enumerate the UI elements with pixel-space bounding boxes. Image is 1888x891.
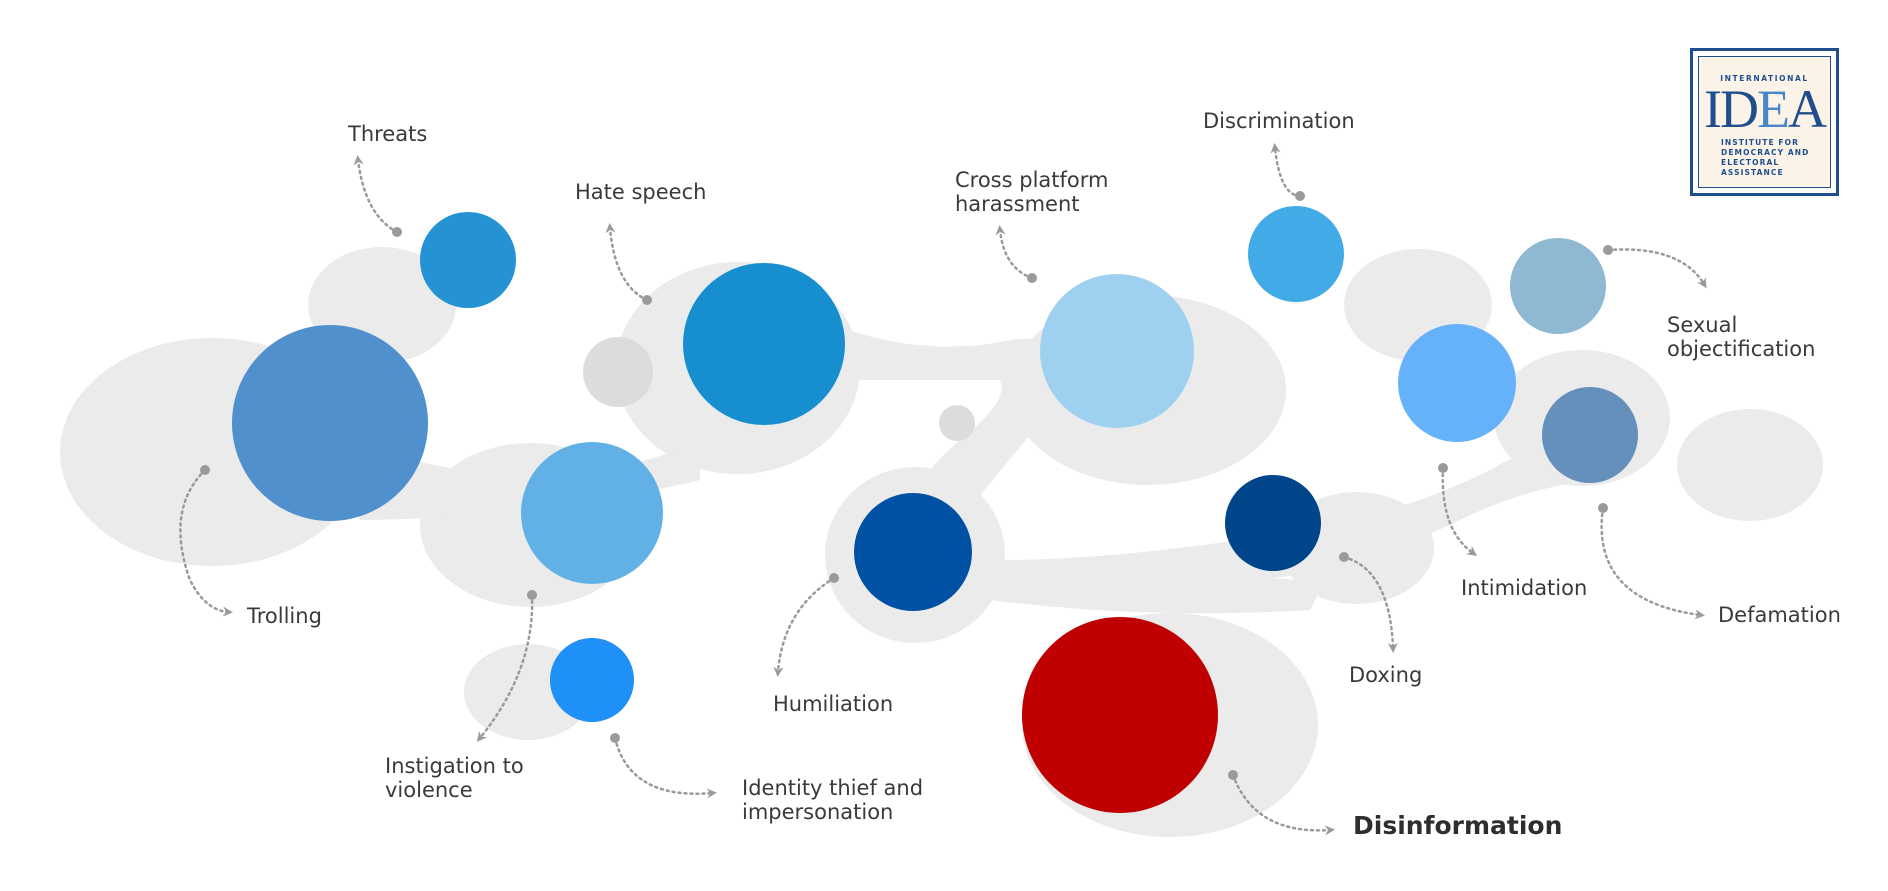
logo-mark-id: ID (1704, 79, 1759, 139)
connector-dot (200, 465, 210, 475)
label-disinformation: Disinformation (1353, 811, 1563, 840)
label-hate-speech: Hate speech (575, 180, 707, 204)
bubble-discrimination (1248, 206, 1344, 302)
connector-defamation (1600, 506, 1705, 620)
connector-dot (1603, 245, 1613, 255)
bubble-cross-platform (1040, 274, 1194, 428)
bubble-disinformation (1022, 617, 1218, 813)
logo-subtitle: INSTITUTE FOR DEMOCRACY AND ELECTORAL AS… (1721, 138, 1822, 178)
connector-humiliation (773, 576, 836, 677)
connector-dot (527, 590, 537, 600)
connector-trolling (179, 468, 233, 617)
connector-identity (613, 736, 717, 799)
bubble-hate-speech (683, 263, 845, 425)
connector-doxing (1342, 555, 1398, 653)
connector-intimidation (1441, 466, 1478, 556)
label-humiliation: Humiliation (773, 692, 894, 716)
label-sexual-objectification: Sexual objectification (1667, 313, 1815, 361)
connector-cross-platform (995, 225, 1034, 280)
connector-dot (1598, 503, 1608, 513)
connector-dot (1438, 463, 1448, 473)
logo-mark-a: A (1787, 79, 1827, 139)
bubble-identity (550, 638, 634, 722)
logo-sub-line4: ASSISTANCE (1721, 168, 1784, 177)
logo-sub-line2: DEMOCRACY AND (1721, 148, 1810, 157)
connector-threats (353, 155, 399, 234)
bubble-threats (420, 212, 516, 308)
connector-hate-speech (605, 223, 649, 302)
blob-bridge-right (1000, 440, 1590, 602)
decorative-dots (583, 337, 975, 441)
bubble-intimidation (1398, 324, 1516, 442)
connector-discrimination (1270, 143, 1302, 198)
connectors (179, 143, 1707, 836)
connector-dot (1339, 552, 1349, 562)
label-instigation-line2: violence (385, 778, 473, 802)
label-identity-line1: Identity thief and (742, 776, 924, 800)
connector-dot (1295, 191, 1305, 201)
label-cross-platform-line2: harassment (955, 192, 1080, 216)
bubble-sexual-objectification (1510, 238, 1606, 334)
connector-dot (392, 227, 402, 237)
label-discrimination: Discrimination (1203, 109, 1355, 133)
logo-mark: IDEA (1699, 81, 1830, 137)
label-identity-line2: impersonation (742, 800, 894, 824)
bubble-defamation (1542, 387, 1638, 483)
label-sexual-objectification-line2: objectification (1667, 337, 1816, 361)
idea-logo: INTERNATIONAL IDEA INSTITUTE FOR DEMOCRA… (1690, 48, 1839, 196)
label-cross-platform: Cross platform harassment (955, 168, 1108, 216)
logo-sub-line3: ELECTORAL (1721, 158, 1780, 167)
connector-dot (1228, 770, 1238, 780)
label-threats: Threats (348, 122, 428, 146)
blob-far-right (1677, 409, 1823, 521)
label-identity: Identity thief and impersonation (742, 776, 923, 824)
connector-dot (610, 733, 620, 743)
small-grey-circle (939, 405, 975, 441)
bubble-instigation (521, 442, 663, 584)
label-doxing: Doxing (1349, 663, 1423, 687)
logo-mark-e: E (1756, 79, 1790, 139)
logo-top-text: INTERNATIONAL (1720, 74, 1809, 83)
bubble-trolling (232, 325, 428, 521)
logo-frame: INTERNATIONAL IDEA INSTITUTE FOR DEMOCRA… (1698, 56, 1831, 188)
connector-disinformation (1231, 773, 1335, 836)
label-defamation: Defamation (1718, 603, 1841, 627)
bubble-humiliation (854, 493, 972, 611)
blob-bridge-left (330, 430, 700, 520)
label-trolling: Trolling (247, 604, 322, 628)
label-cross-platform-line1: Cross platform (955, 168, 1109, 192)
connector-instigation (476, 593, 534, 742)
label-instigation-line1: Instigation to (385, 754, 524, 778)
connector-sexual-objectification (1606, 248, 1707, 289)
bubbles (232, 206, 1638, 813)
bubble-doxing (1225, 475, 1321, 571)
connector-dot (829, 573, 839, 583)
connector-dot (642, 295, 652, 305)
logo-sub-line1: INSTITUTE FOR (1721, 138, 1800, 147)
connector-dot (1027, 273, 1037, 283)
connector-dots (200, 191, 1613, 780)
label-instigation: Instigation to violence (385, 754, 524, 802)
label-sexual-objectification-line1: Sexual (1667, 313, 1738, 337)
small-grey-circle (583, 337, 653, 407)
label-intimidation: Intimidation (1461, 576, 1588, 600)
